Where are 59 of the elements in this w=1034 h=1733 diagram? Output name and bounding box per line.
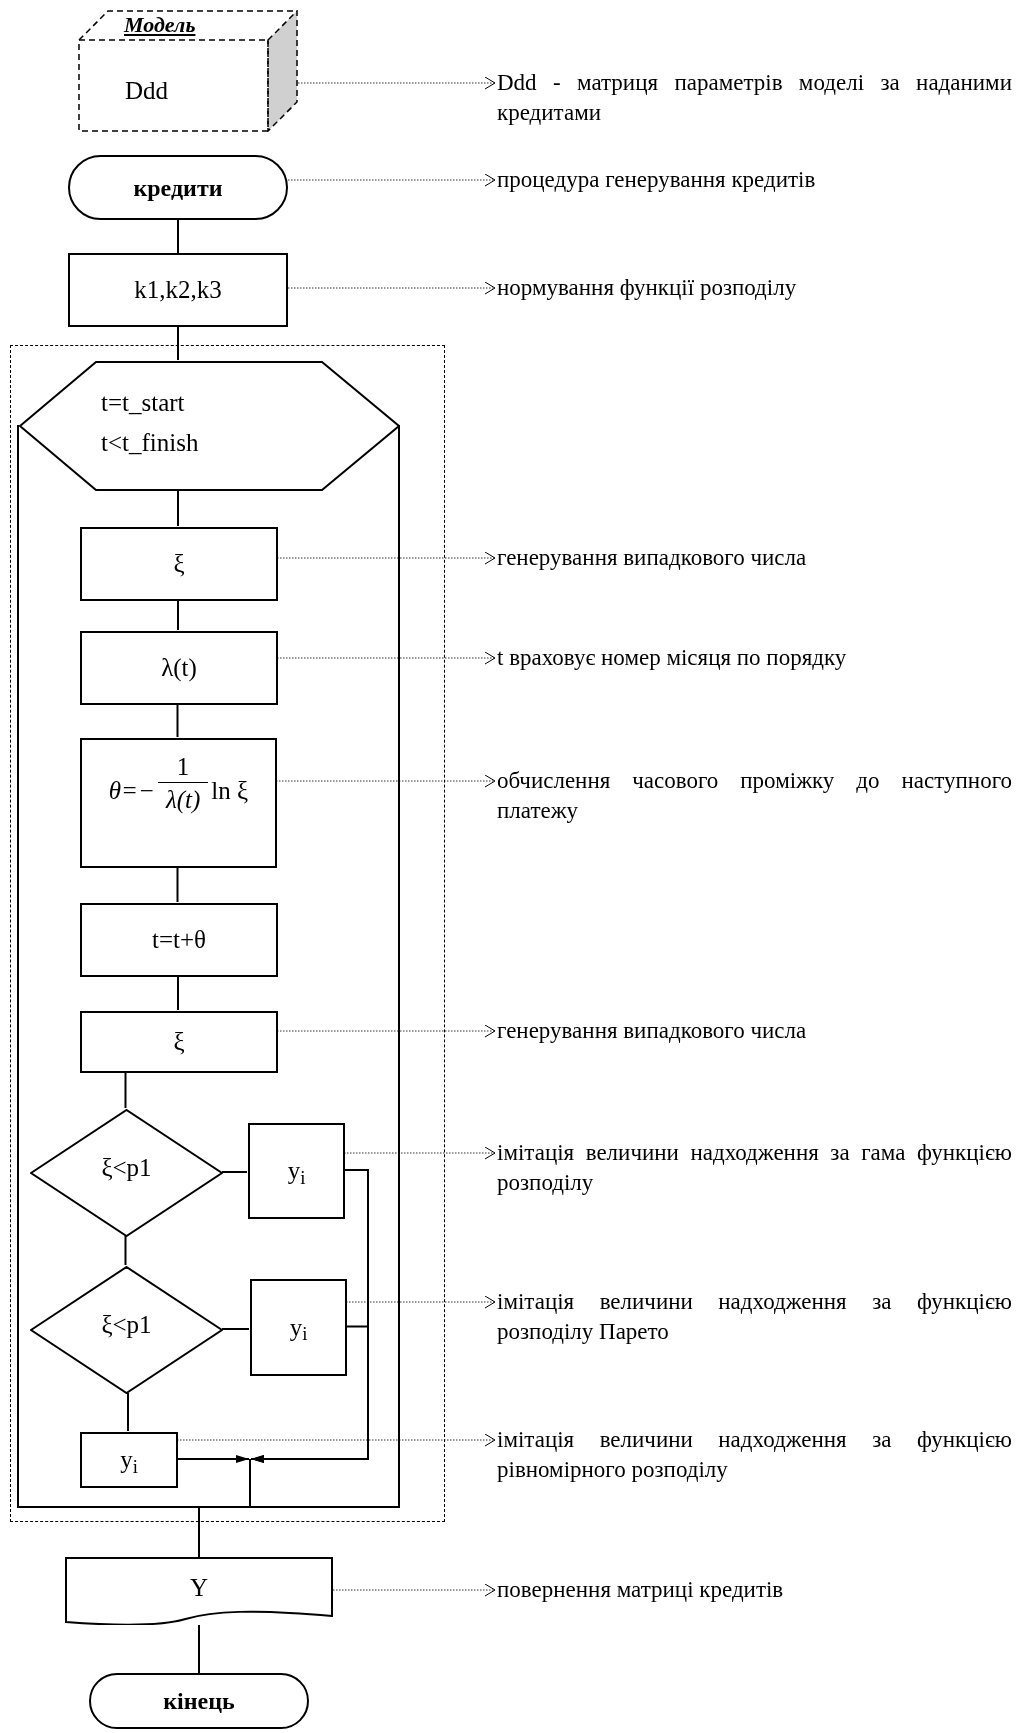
box-label: y$_{i}$ [120, 1445, 138, 1479]
annotation-text: генерування випадкового числа [497, 1016, 1012, 1046]
annotation-text: t враховує номер місяця по порядку [497, 643, 1012, 673]
annotation-text: генерування випадкового числа [497, 543, 1012, 573]
connector-line [198, 424, 400, 1558]
connector-line [176, 703, 179, 738]
box-label: y$_{i}$ [287, 1156, 306, 1190]
box-label: y$_{i}$ [289, 1312, 308, 1347]
model-label: Ddd [125, 76, 169, 106]
process-box [80, 1432, 178, 1488]
process-box [80, 631, 278, 705]
connector-line [177, 975, 179, 1011]
connector-line [177, 219, 179, 254]
connector-line [124, 1235, 127, 1266]
box-label: t=t+θ [151, 925, 207, 956]
connector-line [221, 1328, 250, 1330]
process-box [68, 253, 288, 327]
annotation-text: імітація величини надходження за функцією рівномірного розподілу [497, 1425, 1012, 1487]
annotation-text: обчислення часового проміжку до наступного платежу [497, 766, 1012, 828]
process-box [250, 1279, 347, 1376]
connector-line [177, 326, 179, 361]
process-box [80, 1011, 278, 1073]
annotation-text: повернення матриці кредитів [497, 1575, 1012, 1605]
terminal-shape [89, 1673, 309, 1729]
connector-line [198, 1624, 200, 1674]
box-label: ξ [173, 549, 185, 580]
annotation-text: нормування функції розподілу [497, 273, 1012, 303]
formula-text: ln ξ [211, 776, 249, 806]
annotation-text: процедура генерування кредитів [497, 165, 1012, 195]
box-label: ξ [173, 1027, 185, 1058]
box-label: λ(t) [161, 653, 197, 684]
terminal-label: кінець [163, 1687, 235, 1716]
connector-line [17, 424, 251, 1508]
decision-label: ξ<p1 [101, 1153, 152, 1184]
decision-label: ξ<p1 [101, 1310, 152, 1341]
loop-condition: t<t_finish [101, 428, 199, 458]
formula-text: θ=− [108, 776, 155, 806]
connector-line [177, 599, 179, 631]
connector-line [127, 1392, 129, 1432]
connector-line [177, 489, 179, 527]
annotation-text: імітація величини надходження за гама функцією розподілу [497, 1138, 1012, 1200]
terminal-label: кредити [133, 173, 223, 203]
fraction-denominator: λ(t) [157, 782, 209, 817]
connector-line [221, 1171, 248, 1173]
box-label: k1,k2,k3 [134, 275, 222, 306]
model-title: Модель [124, 12, 196, 38]
process-box [80, 903, 278, 977]
process-box [80, 527, 278, 601]
connector-line [250, 1325, 369, 1463]
fraction-numerator: 1 [176, 752, 190, 782]
annotation-text: імітація величини надходження за функцією розподілу Парето [497, 1287, 1012, 1349]
process-box [248, 1123, 345, 1219]
loop-boundary [10, 345, 445, 1522]
annotation-text: Ddd - матриця параметрів моделі за наданими кредитами [497, 68, 1012, 130]
connector-line [176, 866, 179, 903]
connector-line [124, 1071, 127, 1109]
process-box [80, 738, 277, 868]
document-label: Y [189, 1573, 209, 1603]
loop-condition: t=t_start [101, 388, 186, 418]
